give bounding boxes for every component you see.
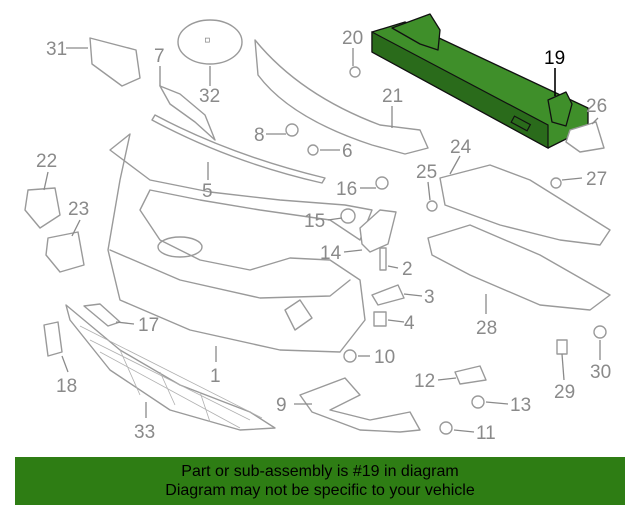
banner-line-1: Part or sub-assembly is #19 in diagram xyxy=(181,463,459,480)
callout-17[interactable]: 17 xyxy=(138,315,159,336)
callout-33[interactable]: 33 xyxy=(134,422,155,443)
parts-diagram: ▫ xyxy=(24,13,611,444)
part-31-bracket xyxy=(89,37,141,87)
part-9-bracket xyxy=(299,377,421,433)
part-23-bracket xyxy=(45,231,85,273)
callout-32[interactable]: 32 xyxy=(199,86,220,107)
callout-19[interactable]: 19 xyxy=(544,48,565,69)
callout-15[interactable]: 15 xyxy=(304,211,325,232)
part-18-panel xyxy=(43,321,63,357)
callout-28[interactable]: 28 xyxy=(476,318,497,339)
callout-5[interactable]: 5 xyxy=(202,181,213,202)
callout-9[interactable]: 9 xyxy=(276,395,287,416)
fasteners xyxy=(285,66,607,435)
callout-6[interactable]: 6 xyxy=(342,141,353,162)
part-33-grille xyxy=(65,304,276,431)
part-15-clip xyxy=(340,208,356,224)
banner-line-2: Diagram may not be specific to your vehi… xyxy=(165,482,475,499)
callout-23[interactable]: 23 xyxy=(68,199,89,220)
callout-21[interactable]: 21 xyxy=(382,86,403,107)
callout-30[interactable]: 30 xyxy=(590,362,611,383)
callout-12[interactable]: 12 xyxy=(414,371,435,392)
part-22-bracket xyxy=(24,187,61,229)
part-19-reinforcement[interactable] xyxy=(371,13,589,150)
part-24-undercover xyxy=(439,164,611,246)
leader-lines xyxy=(43,47,601,433)
callout-18[interactable]: 18 xyxy=(56,376,77,397)
info-banner: Part or sub-assembly is #19 in diagram D… xyxy=(15,457,625,505)
part-21-absorber xyxy=(254,39,429,155)
part-32-emblem xyxy=(177,19,243,65)
callout-27[interactable]: 27 xyxy=(586,169,607,190)
callout-10[interactable]: 10 xyxy=(374,347,395,368)
part-17-strip xyxy=(83,303,121,327)
callout-1[interactable]: 1 xyxy=(210,366,221,387)
part-1-bumper-cover xyxy=(107,133,373,353)
callout-11[interactable]: 11 xyxy=(476,423,496,444)
callout-29[interactable]: 29 xyxy=(554,382,575,403)
part-26-bracket xyxy=(565,121,605,153)
callout-25[interactable]: 25 xyxy=(416,162,437,183)
callout-7[interactable]: 7 xyxy=(154,46,165,67)
part-28-undercover xyxy=(427,224,611,311)
part-7-molding xyxy=(159,85,216,141)
callout-4[interactable]: 4 xyxy=(404,313,415,334)
part-5-molding xyxy=(151,114,326,184)
callout-31[interactable]: 31 xyxy=(46,39,67,60)
callout-8[interactable]: 8 xyxy=(254,125,265,146)
callout-13[interactable]: 13 xyxy=(510,395,531,416)
callout-14[interactable]: 14 xyxy=(320,243,342,264)
part-14-bracket xyxy=(359,209,397,253)
emblem-glyph: ▫ xyxy=(204,30,211,51)
callout-2[interactable]: 2 xyxy=(402,259,413,280)
callout-26[interactable]: 26 xyxy=(586,96,607,117)
callout-16[interactable]: 16 xyxy=(336,179,357,200)
callout-20[interactable]: 20 xyxy=(342,28,363,49)
callout-3[interactable]: 3 xyxy=(424,287,435,308)
callout-labels: 31 7 32 20 19 21 26 8 6 24 22 5 16 25 27… xyxy=(36,28,611,444)
callout-24[interactable]: 24 xyxy=(450,137,472,158)
callout-22[interactable]: 22 xyxy=(36,151,57,172)
